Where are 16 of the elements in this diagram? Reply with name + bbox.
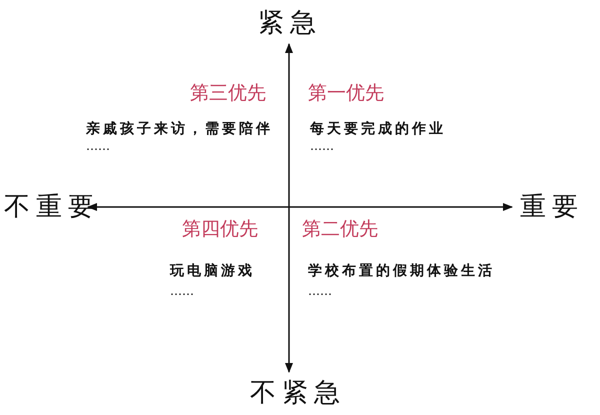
priority-heading: 第三优先	[190, 84, 266, 103]
ellipsis-text: ……	[86, 140, 110, 152]
quadrant-text: 亲戚孩子来访，需要陪伴	[86, 122, 273, 136]
quadrant-text: 每天要完成的作业	[310, 122, 446, 136]
axis-label: 不紧急	[250, 380, 346, 406]
axis-label: 紧急	[258, 10, 322, 36]
priority-heading: 第四优先	[182, 220, 258, 239]
quadrant-text: 学校布置的假期体验生活	[308, 264, 495, 278]
priority-heading: 第一优先	[308, 84, 384, 103]
quadrant-text: 玩电脑游戏	[170, 264, 255, 278]
ellipsis-text: ……	[310, 140, 334, 152]
ellipsis-text: ……	[308, 285, 332, 297]
priority-heading: 第二优先	[302, 220, 378, 239]
axis-label: 重要	[520, 194, 584, 220]
ellipsis-text: ……	[170, 285, 194, 297]
axis-label: 不重要	[4, 194, 100, 220]
